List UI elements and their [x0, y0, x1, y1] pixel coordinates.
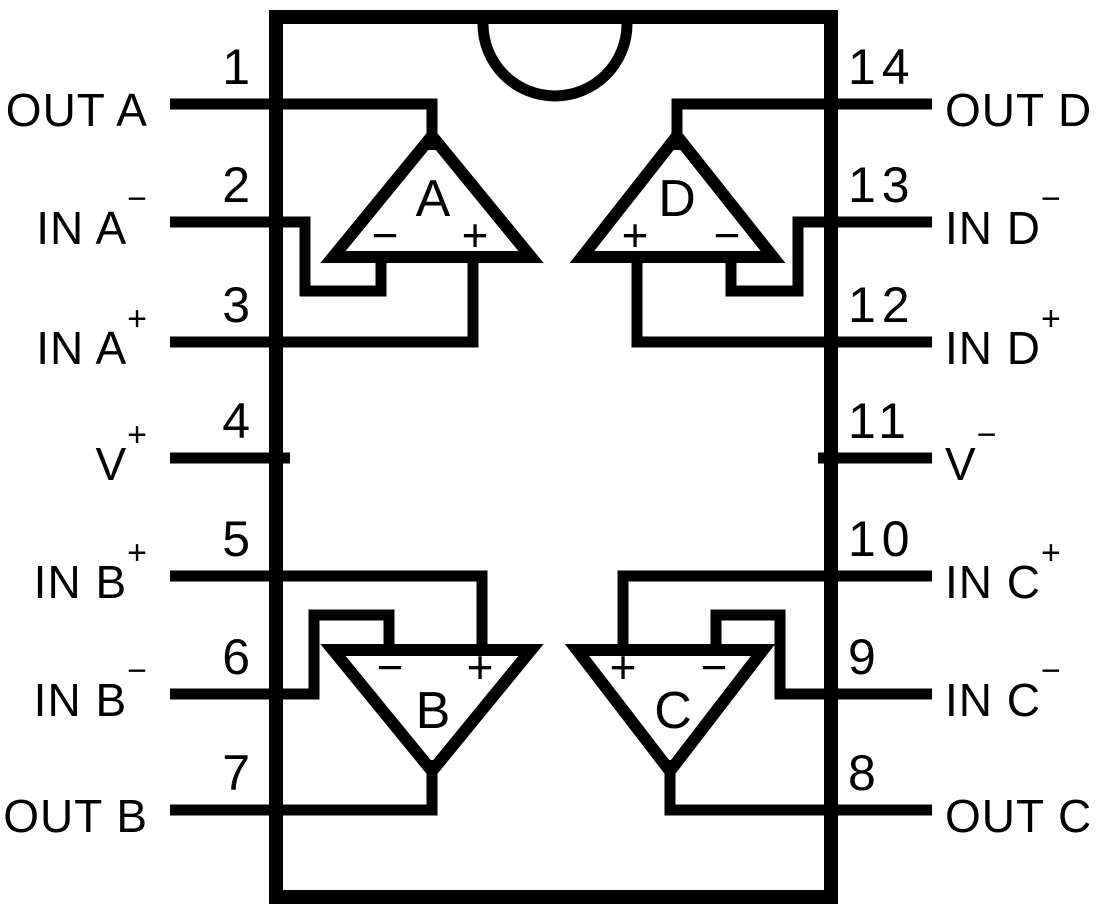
pin-14-number: 14 — [848, 39, 916, 95]
pin-5: 5 IN B+ — [34, 511, 488, 652]
pin-4-label: V+ — [95, 416, 148, 490]
pin-8-label: OUT C — [945, 790, 1092, 842]
opamp-d-noninverting-input-sign: + — [622, 209, 649, 261]
pin-3-wire — [170, 258, 479, 348]
pin-9-number: 9 — [848, 629, 882, 685]
pin-6: 6 IN B− — [34, 609, 395, 726]
opamp-d-inverting-input-sign: − — [714, 209, 741, 261]
opamp-c-triangle — [564, 644, 776, 781]
opamp-b — [320, 644, 544, 781]
pin-8-number: 8 — [848, 745, 882, 801]
opamp-a-inverting-input-sign: − — [372, 209, 399, 261]
pin-5-label: IN B+ — [34, 534, 148, 608]
pin-2: 2 IN A− — [36, 157, 387, 297]
opamp-b-annotations: B − + — [377, 641, 494, 740]
opamp-c-annotations: C + − — [610, 641, 728, 740]
opamp-c-letter: C — [654, 682, 692, 740]
pin-2-label: IN A− — [36, 180, 148, 254]
opamp-d-annotations: D + − — [622, 170, 741, 261]
pin-7-label: OUT B — [3, 790, 148, 842]
pin-2-number: 2 — [222, 157, 250, 213]
opamp-a-triangle — [320, 126, 544, 263]
pin-8-wire — [664, 760, 932, 816]
opamp-a — [320, 126, 544, 263]
opamp-c-inverting-input-sign: − — [701, 641, 728, 693]
pin-12-wire — [631, 258, 932, 348]
opamp-a-noninverting-input-sign: + — [462, 209, 489, 261]
pin-4: 4 V+ — [95, 393, 290, 490]
pin-14-wire — [671, 98, 932, 150]
pin-5-wire — [170, 570, 488, 652]
pin-12-number: 12 — [848, 277, 916, 333]
pin-12: 12 IN D+ — [631, 258, 1062, 374]
pin-11-number: 11 — [848, 393, 912, 449]
pin-7-wire — [170, 760, 438, 816]
opamp-b-inverting-input-sign: − — [377, 641, 404, 693]
pin-9: 9 IN C− — [710, 609, 1062, 726]
opamp-d-triangle — [569, 126, 786, 263]
opamp-a-annotations: A − + — [372, 170, 489, 261]
pin-6-number: 6 — [222, 629, 250, 685]
pin-5-number: 5 — [222, 511, 250, 567]
opamp-a-letter: A — [416, 170, 451, 228]
pin-13-label: IN D− — [945, 180, 1062, 254]
pin-3: 3 IN A+ — [36, 258, 479, 374]
opamp-b-triangle — [320, 644, 544, 781]
pin1-index-notch — [477, 23, 633, 102]
pin-2-wire — [170, 216, 387, 297]
pin-13-wire — [725, 216, 932, 297]
pin-1-label: OUT A — [6, 84, 148, 136]
pin-1-wire — [170, 98, 438, 150]
opamp-d — [569, 126, 786, 263]
opamp-c-noninverting-input-sign: + — [610, 641, 637, 693]
pin-11-label: V− — [945, 416, 998, 490]
opamp-b-noninverting-input-sign: + — [467, 641, 494, 693]
pin-6-wire — [170, 609, 395, 700]
pin-9-label: IN C− — [945, 652, 1062, 726]
pin-10-label: IN C+ — [945, 534, 1062, 608]
pin-3-number: 3 — [222, 277, 250, 333]
pin-10-wire — [617, 570, 932, 652]
opamp-c — [564, 644, 776, 781]
pin-7: 7 OUT B — [3, 745, 438, 842]
pin-7-number: 7 — [222, 745, 250, 801]
pin-13: 13 IN D− — [725, 157, 1062, 297]
ic-body-outline — [269, 10, 838, 904]
pin-14-label: OUT D — [945, 84, 1092, 136]
pin-6-label: IN B− — [34, 652, 148, 726]
opamp-b-letter: B — [416, 682, 451, 740]
pin-8: 8 OUT C — [664, 745, 1092, 842]
pin-1: 1 OUT A — [6, 39, 438, 150]
pin-4-number: 4 — [222, 393, 250, 449]
pin-10: 10 IN C+ — [617, 511, 1062, 652]
pin-3-label: IN A+ — [36, 300, 148, 374]
pin-12-label: IN D+ — [945, 300, 1062, 374]
pin-14: 14 OUT D — [671, 39, 1092, 150]
opamp-d-letter: D — [658, 170, 696, 228]
pin-10-number: 10 — [848, 511, 916, 567]
pin-9-wire — [710, 609, 932, 700]
pin-13-number: 13 — [848, 157, 916, 213]
pin-11: 11 V− — [818, 393, 998, 490]
pin-1-number: 1 — [222, 39, 250, 95]
